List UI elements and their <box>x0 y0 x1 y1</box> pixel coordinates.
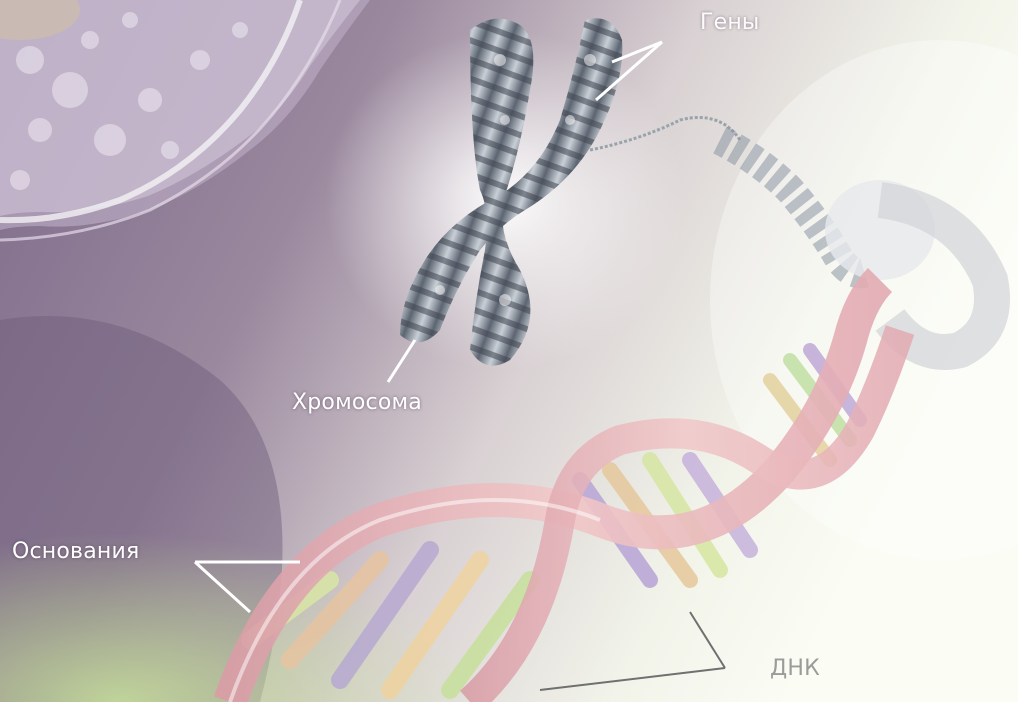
chromosome-label: Хромосома <box>292 392 422 414</box>
bases-label: Основания <box>12 541 139 563</box>
genes-label: Гены <box>700 12 760 34</box>
dna-label: ДНК <box>770 658 820 680</box>
